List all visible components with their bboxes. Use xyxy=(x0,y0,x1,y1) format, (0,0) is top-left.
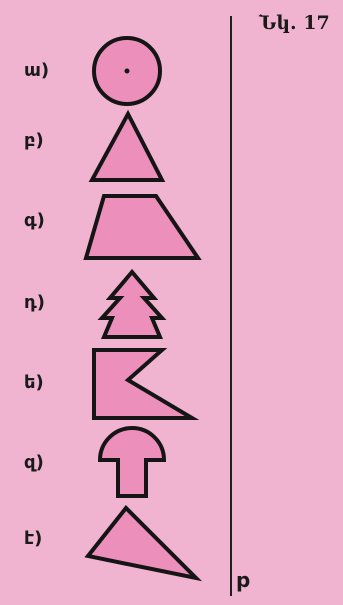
tree-shape xyxy=(97,268,167,339)
label-g: գ) xyxy=(24,210,45,231)
tilted-triangle-shape xyxy=(84,504,203,582)
triangle-shape xyxy=(88,109,166,182)
label-a: ա) xyxy=(24,60,50,81)
axis-label: p xyxy=(236,568,251,592)
notched-quadrilateral-shape xyxy=(92,348,200,420)
label-b: բ) xyxy=(24,130,44,151)
trapezoid-shape xyxy=(83,194,202,260)
label-e2: է) xyxy=(24,528,43,549)
mushroom-shape xyxy=(97,426,167,498)
figure-title: Նկ. 17 xyxy=(259,12,330,34)
symmetry-axis-line xyxy=(230,16,232,596)
circle-shape xyxy=(92,36,162,106)
label-z: զ) xyxy=(24,452,44,473)
label-d: դ) xyxy=(24,292,45,313)
center-dot xyxy=(124,68,130,74)
label-e: ե) xyxy=(24,372,44,393)
